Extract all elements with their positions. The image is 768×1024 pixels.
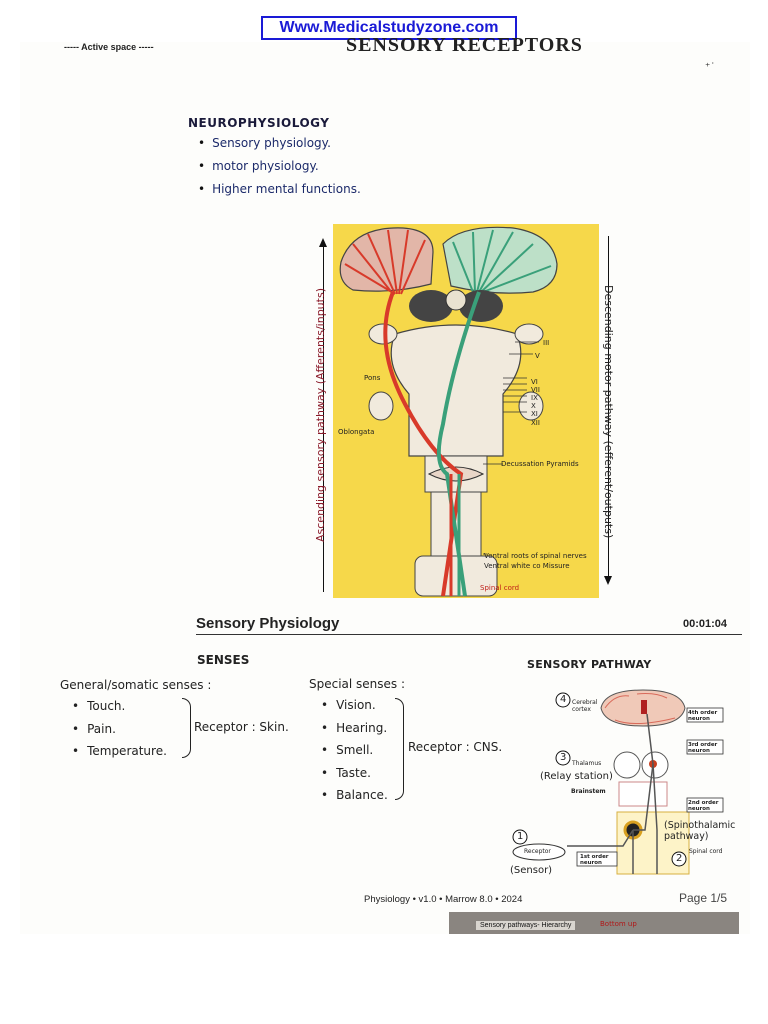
section-title: Sensory Physiology — [196, 615, 340, 632]
ascending-arrow — [323, 246, 324, 592]
label-spinal-cord: Spinal cord — [480, 584, 520, 592]
brainstem-illustration — [339, 226, 558, 597]
pathway-number-4: 4 — [560, 694, 567, 705]
pathway-number-1: 1 — [517, 831, 524, 842]
list-item: Temperature. — [72, 744, 167, 767]
neurophysiology-heading: NEUROPHYSIOLOGY — [188, 116, 330, 130]
descending-pathway-label: Descending motor pathway (efferent/outpu… — [602, 285, 615, 539]
site-banner[interactable]: Www.Medicalstudyzone.com — [261, 16, 517, 40]
list-item: motor physiology. — [198, 159, 361, 182]
section-divider — [196, 634, 742, 635]
label-spinothalamic: (Spinothalamic pathway) — [664, 820, 736, 842]
sparkle-mark: ⁺˙ — [705, 62, 716, 73]
label-brainstem: Brainstem — [571, 788, 606, 795]
label-ix: IX — [531, 394, 538, 402]
neurophysiology-list: Sensory physiology. motor physiology. Hi… — [198, 136, 361, 205]
label-thalamus: Thalamus — [572, 760, 602, 767]
list-item: Hearing. — [321, 721, 388, 744]
list-item: Sensory physiology. — [198, 136, 361, 159]
page-number: Page 1/5 — [679, 891, 728, 905]
special-receptor: Receptor : CNS. — [408, 740, 503, 754]
general-receptor: Receptor : Skin. — [194, 720, 289, 734]
senses-heading: SENSES — [197, 653, 250, 667]
general-senses-heading: General/somatic senses : — [60, 678, 212, 692]
label-4th-order-neuron: 4th order neuron — [688, 710, 718, 722]
list-item: Balance. — [321, 788, 388, 811]
sensory-pathway-heading: SENSORY PATHWAY — [527, 658, 652, 671]
label-pathway-spinal-cord: Spinal cord — [689, 848, 723, 855]
list-item: Touch. — [72, 699, 167, 722]
label-ventral-white: Ventral white co Missure — [484, 562, 570, 570]
descending-arrow — [608, 236, 609, 576]
label-decussation: Decussation Pyramids — [501, 460, 579, 468]
label-v: V — [535, 352, 540, 360]
label-oblongata: Oblongata — [338, 428, 375, 436]
active-space-label: ----- Active space ----- — [64, 42, 154, 52]
ascending-arrowhead — [319, 238, 327, 247]
label-sensor: (Sensor) — [510, 865, 553, 876]
label-vi: VI — [531, 378, 538, 386]
label-pons: Pons — [364, 374, 381, 382]
label-relay-station: (Relay station) — [540, 771, 613, 782]
label-ventral-roots: Ventral roots of spinal nerves — [484, 552, 587, 560]
label-2nd-order-neuron: 2nd order neuron — [688, 800, 719, 812]
label-1st-order-neuron: 1st order neuron — [580, 854, 609, 866]
special-brace — [395, 698, 404, 800]
general-brace — [182, 698, 191, 758]
list-item: Pain. — [72, 722, 167, 745]
list-item: Higher mental functions. — [198, 182, 361, 205]
brainstem-figure — [333, 224, 599, 598]
section-timestamp: 00:01:04 — [683, 618, 728, 630]
label-x: X — [531, 402, 536, 410]
page-title: SENSORY RECEPTORS — [346, 34, 583, 56]
ascending-pathway-label: Ascending sensory pathway (Afferents/inp… — [314, 288, 327, 542]
label-receptor: Receptor — [524, 848, 551, 855]
label-xii: XII — [531, 419, 540, 427]
pathway-number-3: 3 — [560, 752, 567, 763]
pathway-number-2: 2 — [676, 853, 683, 864]
special-senses-list: Vision. Hearing. Smell. Taste. Balance. — [321, 698, 388, 811]
special-senses-heading: Special senses : — [309, 677, 406, 691]
general-senses-list: Touch. Pain. Temperature. — [72, 699, 167, 767]
label-xi: XI — [531, 410, 538, 418]
bottom-tab[interactable]: Sensory pathways- Hierarchy — [476, 921, 576, 930]
label-iii: III — [543, 339, 550, 347]
list-item: Smell. — [321, 743, 388, 766]
footer-text: Physiology • v1.0 • Marrow 8.0 • 2024 — [364, 894, 523, 905]
descending-arrowhead — [604, 576, 612, 585]
sensory-pathway-diagram — [512, 689, 724, 875]
label-vii: VII — [531, 386, 540, 394]
label-cerebral-cortex: Cerebral cortex — [572, 699, 598, 713]
list-item: Taste. — [321, 766, 388, 789]
list-item: Vision. — [321, 698, 388, 721]
bottom-note: Bottom up — [600, 920, 637, 928]
label-3rd-order-neuron: 3rd order neuron — [688, 742, 718, 754]
